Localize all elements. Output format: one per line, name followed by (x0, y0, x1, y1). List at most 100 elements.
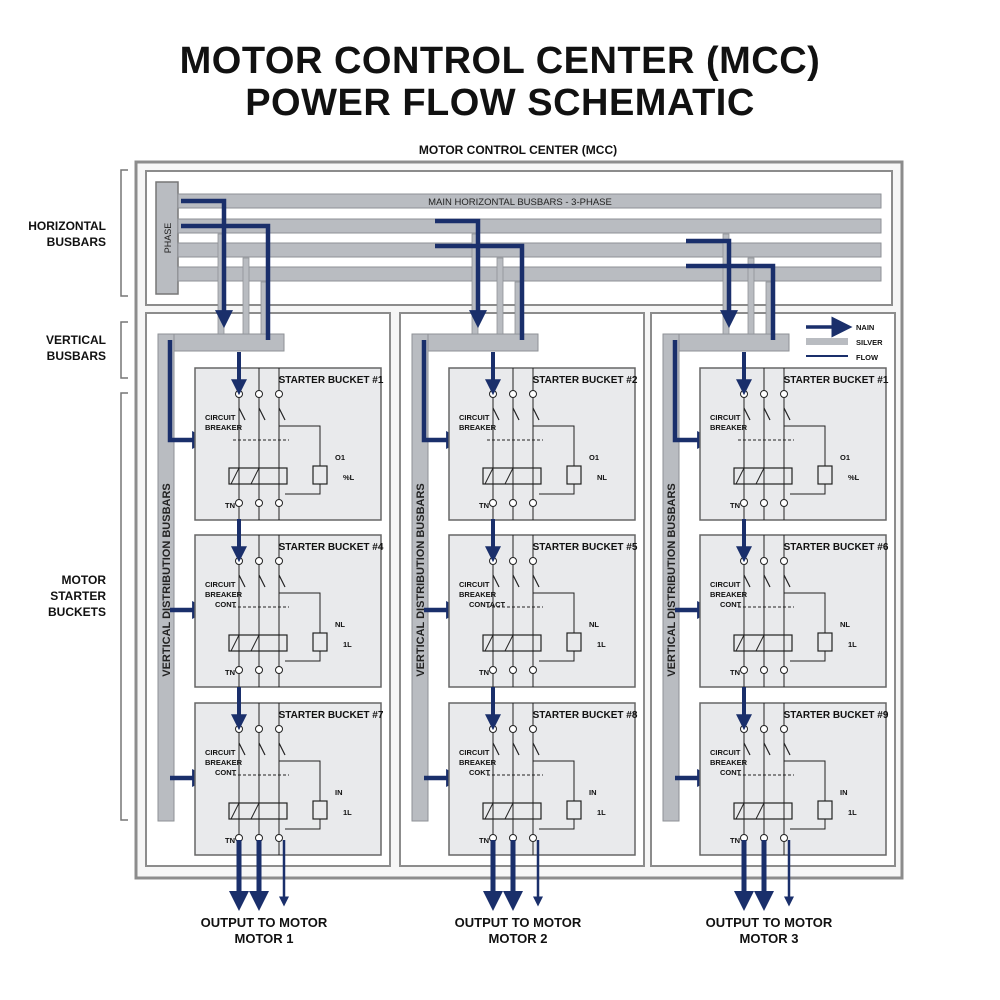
switch-contact (763, 407, 771, 421)
breaker-label: BREAKER (459, 590, 497, 599)
overload-mark (755, 802, 765, 820)
motor-label: MOTOR 1 (235, 931, 294, 946)
riser-1 (747, 257, 755, 335)
terminal (489, 557, 497, 565)
terminal (740, 390, 748, 398)
terminal (529, 725, 537, 733)
switch-contact (492, 742, 500, 756)
bucket-frame (699, 702, 887, 856)
terminal (255, 666, 263, 674)
legend: NAIN SILVER FLOW (806, 316, 883, 362)
terminal (235, 666, 243, 674)
enclosure-label: MOTOR CONTROL CENTER (MCC) (419, 143, 617, 157)
terminal (780, 834, 788, 842)
tn-label: TN (225, 668, 235, 677)
circuit-label: CIRCUIT (710, 580, 741, 589)
overload-block (482, 467, 542, 485)
terminal (780, 666, 788, 674)
tn-label: TN (479, 501, 489, 510)
terminal (275, 557, 283, 565)
control-wire (285, 484, 321, 495)
control-wire (279, 592, 321, 633)
control-wire (539, 819, 575, 830)
switch-contact (743, 574, 751, 588)
label-vertical-1: VERTICAL (46, 333, 106, 347)
vertical-busbar-top (662, 333, 790, 352)
feed-arrow-1 (672, 340, 716, 449)
aux-label-2: 1L (597, 640, 606, 649)
control-wire (533, 760, 575, 801)
column-2: VERTICAL DISTRIBUTION BUSBARS STARTER BUC… (399, 218, 645, 946)
tn-label: TN (225, 501, 235, 510)
terminal (760, 666, 768, 674)
tn-label: TN (730, 668, 740, 677)
vertical-distribution-label: VERTICAL DISTRIBUTION BUSBARS (415, 483, 427, 677)
contactor-label: CONT (720, 768, 742, 777)
switch-contact (238, 574, 246, 588)
overload-block (482, 634, 542, 652)
main-flow-arrow-b (435, 243, 525, 340)
circuit-label: CIRCUIT (459, 748, 490, 757)
starter-bucket: STARTER BUCKET #4CIRCUITBREAKERCONTTNNL1… (194, 519, 384, 688)
control-wire (539, 651, 575, 662)
overload-block (228, 634, 288, 652)
aux-label-1: NL (840, 620, 850, 629)
circuit-label: CIRCUIT (459, 580, 490, 589)
switch-contact (532, 407, 540, 421)
overload-mark (484, 467, 494, 485)
starter-bucket: STARTER BUCKET #7CIRCUITBREAKERCONTTNIN1… (194, 687, 384, 856)
aux-label-1: O1 (589, 453, 599, 462)
switch-contact (258, 574, 266, 588)
control-wire (533, 425, 575, 466)
switch-contact (512, 742, 520, 756)
side-labels: HORIZONTAL BUSBARS VERTICAL BUSBARS MOTO… (28, 169, 128, 821)
breaker-label: BREAKER (205, 423, 243, 432)
terminal (255, 557, 263, 565)
output-label: OUTPUT TO MOTOR (201, 915, 328, 930)
main-flow-arrow-a (686, 238, 738, 329)
vertical-busbar-top (411, 333, 539, 352)
overload-mark (755, 634, 765, 652)
switch-contact (532, 574, 540, 588)
terminal (489, 725, 497, 733)
overload-mark (230, 467, 240, 485)
starter-bucket: STARTER BUCKET #9CIRCUITBREAKERCONTTNIN1… (699, 687, 889, 856)
vertical-busbar-left (411, 333, 429, 822)
aux-label-1: O1 (840, 453, 850, 462)
terminal (235, 725, 243, 733)
breaker-label: BREAKER (459, 423, 497, 432)
label-buckets-2: STARTER (50, 589, 106, 603)
overload-mark (484, 634, 494, 652)
label-horizontal-2: BUSBARS (47, 235, 106, 249)
terminal (529, 390, 537, 398)
switch-contact (278, 574, 286, 588)
aux-label-2: %L (343, 473, 355, 482)
tn-label: TN (730, 836, 740, 845)
contactor-label: CONT (720, 600, 742, 609)
overload-mark (250, 634, 260, 652)
terminal (235, 390, 243, 398)
circuit-label: CIRCUIT (710, 748, 741, 757)
horizontal-busbars (177, 193, 882, 282)
switch-contact (278, 407, 286, 421)
terminal (255, 725, 263, 733)
label-horizontal-1: HORIZONTAL (28, 219, 106, 233)
main-flow-arrow-b (181, 223, 271, 340)
contactor-label: CONT (215, 768, 237, 777)
bucket-title: STARTER BUCKET #2 (533, 375, 638, 386)
tn-label: TN (730, 501, 740, 510)
terminal (509, 557, 517, 565)
switch-contact (743, 407, 751, 421)
terminal (255, 390, 263, 398)
legend-flow: FLOW (856, 353, 879, 362)
terminal (760, 725, 768, 733)
switch-contact (238, 742, 246, 756)
terminal (740, 725, 748, 733)
control-wire (790, 484, 826, 495)
control-wire (533, 592, 575, 633)
aux-label-1: IN (589, 788, 597, 797)
overload-mark (504, 802, 514, 820)
terminal (529, 499, 537, 507)
